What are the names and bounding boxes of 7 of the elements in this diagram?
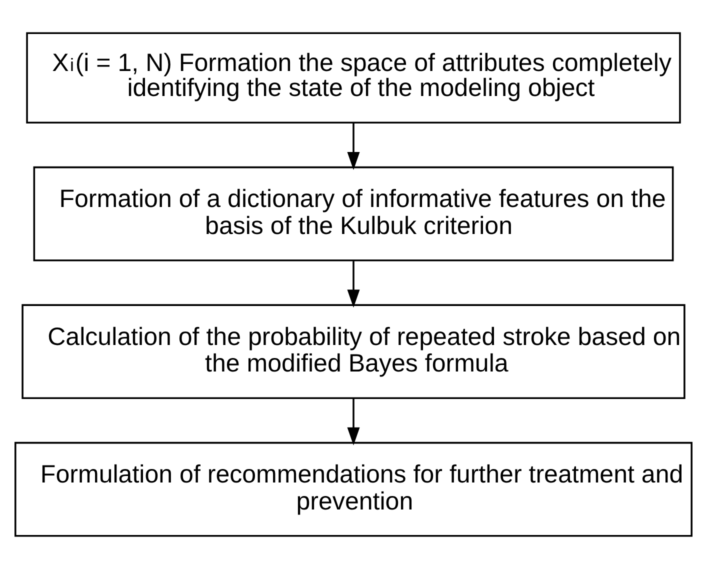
arrow <box>347 260 360 308</box>
node-box: Calculation of the probability of repeated stroke based on the modified Bayes formula <box>22 304 686 398</box>
node-box: Formation of a dictionary of informative features on the basis of the Kulbuk criterion <box>33 166 674 261</box>
node-box: Xi(i = 1, N) Formation the space of attributes completely identifying the state of the modeling object <box>26 32 681 123</box>
node-box: Formulation of recommendations for further treatment and prevention <box>14 441 692 536</box>
arrow <box>347 122 360 170</box>
arrow <box>347 398 360 445</box>
